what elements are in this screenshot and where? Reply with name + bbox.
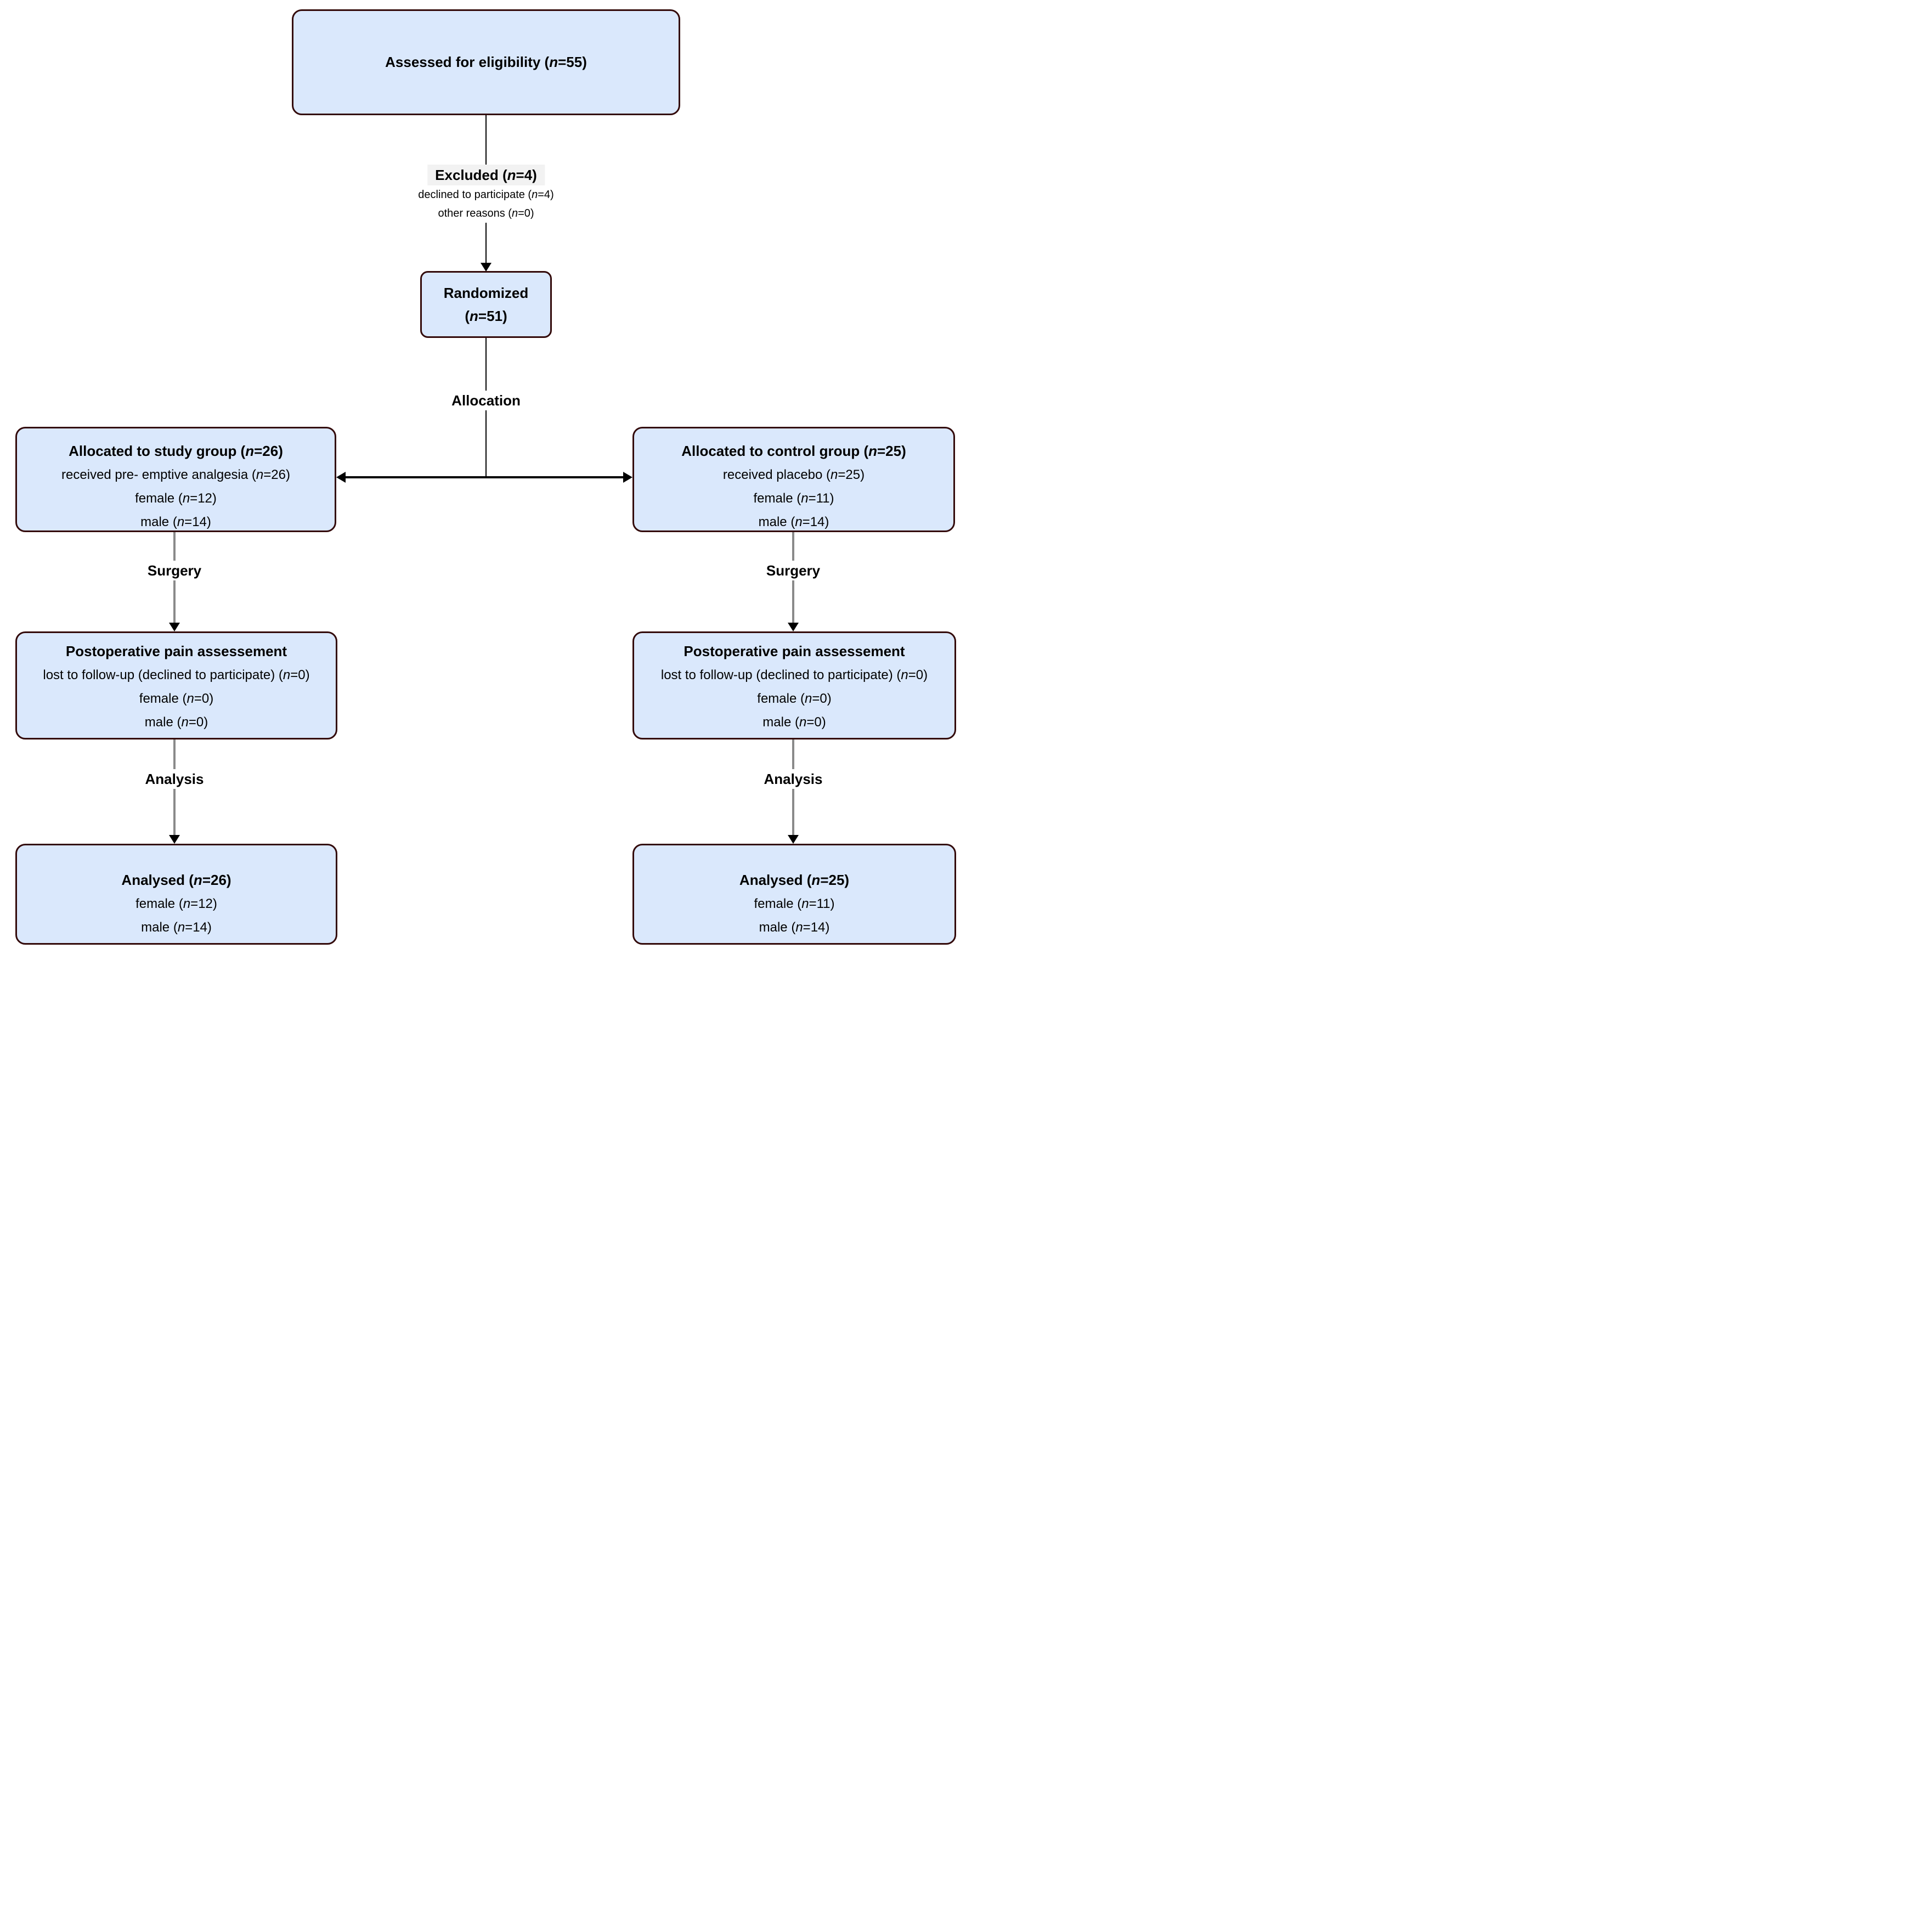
study-group-analysed-box: Analysed (n=26) female (n=12) male (n=14… — [15, 844, 337, 945]
study-allocated-line: received pre- emptive analgesia (n=26) — [61, 467, 290, 482]
control-allocated-line: received placebo (n=25) — [722, 467, 865, 482]
randomized-line: (n=51) — [465, 308, 507, 324]
study-postop-title: Postoperative pain assessement — [65, 643, 287, 659]
study-postop-line: lost to follow-up (declined to participa… — [43, 668, 310, 682]
study-allocated-line: male (n=14) — [140, 515, 211, 529]
randomized-line: Randomized — [443, 285, 529, 301]
control-allocated-line: male (n=14) — [758, 515, 829, 529]
control-group-allocated-box: Allocated to control group (n=25) receiv… — [632, 427, 955, 532]
assessed-for-eligibility-box: Assessed for eligibility (n=55) — [292, 9, 680, 115]
arrowhead-down-control-analysed-icon — [788, 835, 799, 844]
surgery-stage-label-study: Surgery — [142, 561, 207, 580]
arrowhead-down-control-postop-icon — [788, 623, 799, 631]
control-postop-title: Postoperative pain assessement — [683, 643, 905, 659]
analysis-stage-label-study: Analysis — [139, 769, 210, 789]
randomized-box: Randomized (n=51) — [420, 271, 552, 338]
excluded-note: Excluded (n=4) declined to participate (… — [413, 165, 560, 223]
arrowhead-down-randomized-icon — [481, 263, 492, 272]
arrowhead-down-study-analysed-icon — [169, 835, 180, 844]
study-allocated-line: female (n=12) — [135, 491, 217, 506]
study-postop-line: male (n=0) — [144, 715, 208, 730]
control-analysed-line: male (n=14) — [759, 920, 830, 935]
control-allocated-title: Allocated to control group (n=25) — [681, 443, 906, 459]
study-analysed-line: male (n=14) — [141, 920, 212, 935]
excluded-title: Excluded (n=4) — [427, 165, 545, 185]
arrowhead-right-control-group-icon — [623, 472, 632, 483]
allocation-stage-label: Allocation — [446, 391, 526, 410]
study-group-allocated-box: Allocated to study group (n=26) received… — [15, 427, 336, 532]
control-analysed-line: female (n=11) — [754, 896, 835, 911]
control-postop-line: lost to follow-up (declined to participa… — [660, 668, 928, 682]
control-analysed-title: Analysed (n=25) — [739, 872, 850, 888]
study-group-postop-box: Postoperative pain assessement lost to f… — [15, 631, 337, 740]
control-postop-line: male (n=0) — [762, 715, 826, 730]
arrowhead-left-study-group-icon — [336, 472, 346, 483]
study-analysed-title: Analysed (n=26) — [121, 872, 231, 888]
surgery-stage-label-control: Surgery — [760, 561, 826, 580]
study-analysed-line: female (n=12) — [135, 896, 217, 911]
excluded-reason: other reasons (n=0) — [432, 204, 540, 223]
control-group-analysed-box: Analysed (n=25) female (n=11) male (n=14… — [632, 844, 956, 945]
study-allocated-title: Allocated to study group (n=26) — [69, 443, 283, 459]
control-postop-line: female (n=0) — [757, 691, 832, 706]
arrowhead-down-study-postop-icon — [169, 623, 180, 631]
excluded-reason: declined to participate (n=4) — [413, 185, 560, 204]
assessed-for-eligibility-title: Assessed for eligibility (n=55) — [385, 54, 587, 70]
control-allocated-line: female (n=11) — [753, 491, 834, 506]
control-group-postop-box: Postoperative pain assessement lost to f… — [632, 631, 956, 740]
connector-allocation-horizontal — [343, 476, 625, 478]
consort-flow-diagram: Assessed for eligibility (n=55) Excluded… — [0, 0, 966, 954]
analysis-stage-label-control: Analysis — [758, 769, 828, 789]
study-postop-line: female (n=0) — [139, 691, 214, 706]
